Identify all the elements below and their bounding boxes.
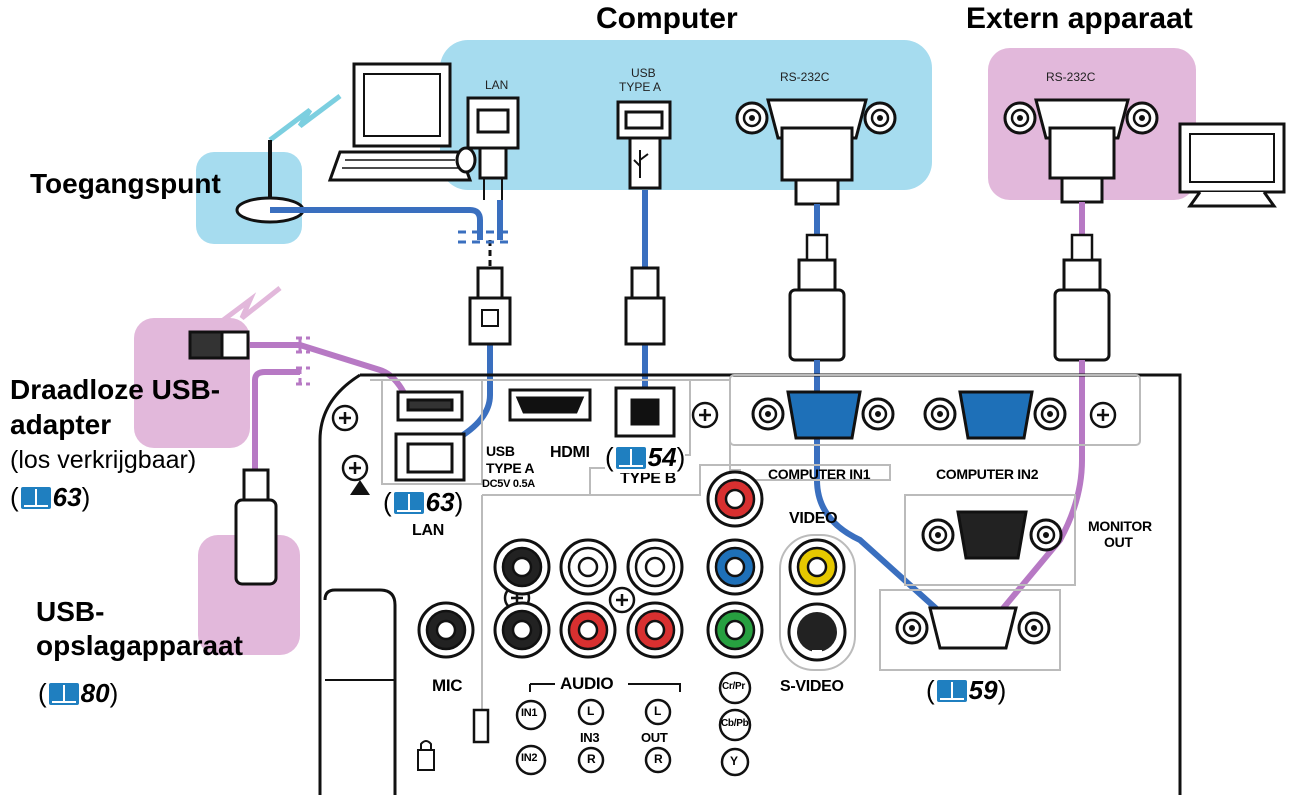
lan-panel-label: LAN <box>412 522 444 539</box>
wireless-usb-label-2: adapter <box>10 409 112 440</box>
y-label: Y <box>730 754 738 768</box>
access-point-label: Toegangspunt <box>30 168 221 199</box>
manual-book-icon <box>615 446 646 469</box>
external-device-title: Extern apparaat <box>966 2 1193 35</box>
usb-connector-label-2: TYPE A <box>619 80 662 94</box>
s-video-port <box>787 602 847 662</box>
lan-cable <box>270 207 483 240</box>
in3-r-label: R <box>587 752 596 766</box>
monitor-out-label-2: OUT <box>1104 534 1133 550</box>
monitor-icon <box>1178 122 1286 208</box>
out-l-label: L <box>654 704 662 718</box>
lan-connector-pc <box>466 96 520 200</box>
manual-book-icon <box>393 491 424 514</box>
rs232-ext-label: RS-232C <box>1046 70 1096 84</box>
panel-usb-label: USB <box>486 443 515 459</box>
manual-book-icon <box>936 679 967 702</box>
rca-green-y <box>706 601 764 659</box>
monitor-out-label: MONITOR <box>1088 518 1152 534</box>
lan-port <box>394 432 466 482</box>
rca-white-in3 <box>559 538 617 596</box>
kensington-lock-icon <box>417 740 435 771</box>
usb-storage-icon <box>234 468 278 586</box>
computer-in1-port <box>751 390 895 440</box>
usb-b-port <box>614 386 676 438</box>
usb-storage-ref: (80) <box>38 678 119 708</box>
wireless-usb-adapter-icon <box>188 330 250 360</box>
type-b-label: TYPE B <box>620 470 676 487</box>
cb-pb-label: Cb/Pb <box>721 718 749 729</box>
vga-plug-in1 <box>788 233 846 362</box>
sold-separately-label: (los verkrijgbaar) <box>10 446 197 474</box>
wireless-ref-page: 63 <box>52 482 82 512</box>
s-video-label: S-VIDEO <box>780 678 844 695</box>
audio-switch <box>472 708 490 744</box>
rs232-ref: (59) <box>926 675 1007 706</box>
computer-in1-cable <box>814 360 943 615</box>
rs232-connector-ext <box>1003 98 1159 204</box>
computer-in2-port <box>923 390 1067 440</box>
video-label: VIDEO <box>789 510 838 527</box>
rs232-panel-port <box>895 606 1051 650</box>
usb-storage-label-2: opslagapparaat <box>36 630 243 661</box>
in1-label: IN1 <box>521 707 538 719</box>
panel-usb-label-2: TYPE A <box>486 460 535 476</box>
rca-blue-cb <box>706 538 764 596</box>
rca-yellow-video <box>788 538 846 596</box>
mic-label: MIC <box>432 676 463 695</box>
rs232-pc-label: RS-232C <box>780 70 830 84</box>
cr-pr-label: Cr/Pr <box>722 681 745 692</box>
usb-connector-label: USB <box>631 66 656 80</box>
computer-in1-label: COMPUTER IN1 <box>768 466 871 482</box>
lan-ref: (63) <box>383 487 464 517</box>
usb-storage-path <box>252 369 300 475</box>
manual-book-icon <box>20 486 51 509</box>
usb-a-port <box>396 390 464 422</box>
rs232-ref-page: 59 <box>968 675 998 705</box>
audio-label: AUDIO <box>560 674 614 693</box>
mic-jack <box>417 601 475 659</box>
rs232-connector-pc <box>735 98 897 206</box>
wireless-signal-icon-2 <box>208 286 282 332</box>
hdmi-port <box>508 388 592 422</box>
usb-b-ref: (54) <box>605 442 686 473</box>
in3-l-label: L <box>587 704 595 718</box>
wireless-ref: (63) <box>10 482 91 512</box>
rca-red-in3 <box>559 601 617 659</box>
usb-a-connector-pc <box>616 100 672 190</box>
computer-in2-label: COMPUTER IN2 <box>936 466 1039 482</box>
rca-red-out <box>626 601 684 659</box>
rca-white-out <box>626 538 684 596</box>
rca-red-top <box>706 470 764 528</box>
lan-connector-label: LAN <box>485 78 509 92</box>
panel-outline <box>360 373 1182 795</box>
monitor-out-port <box>921 510 1063 560</box>
vga-plug-ext <box>1053 233 1111 362</box>
computer-title: Computer <box>596 2 738 35</box>
rca-audio-in1 <box>493 538 551 596</box>
usb-b-ref-page: 54 <box>647 442 677 472</box>
rca-audio-in2 <box>493 601 551 659</box>
usb-b-plug <box>624 266 666 346</box>
computer-icon <box>327 62 477 182</box>
out-label: OUT <box>641 730 668 745</box>
out-r-label: R <box>654 752 663 766</box>
wireless-usb-label: Draadloze USB- <box>10 374 221 405</box>
usb-storage-ref-page: 80 <box>80 678 110 708</box>
lan-ref-page: 63 <box>425 487 455 517</box>
panel-usb-label-3: DC5V 0.5A <box>482 478 535 490</box>
manual-book-icon <box>48 682 79 705</box>
lan-plug-panel <box>468 266 512 346</box>
in3-label: IN3 <box>580 730 600 745</box>
hdmi-label: HDMI <box>550 444 590 461</box>
wireless-signal-icon <box>268 94 342 142</box>
in2-label: IN2 <box>521 752 538 764</box>
usb-storage-label: USB- <box>36 596 105 627</box>
